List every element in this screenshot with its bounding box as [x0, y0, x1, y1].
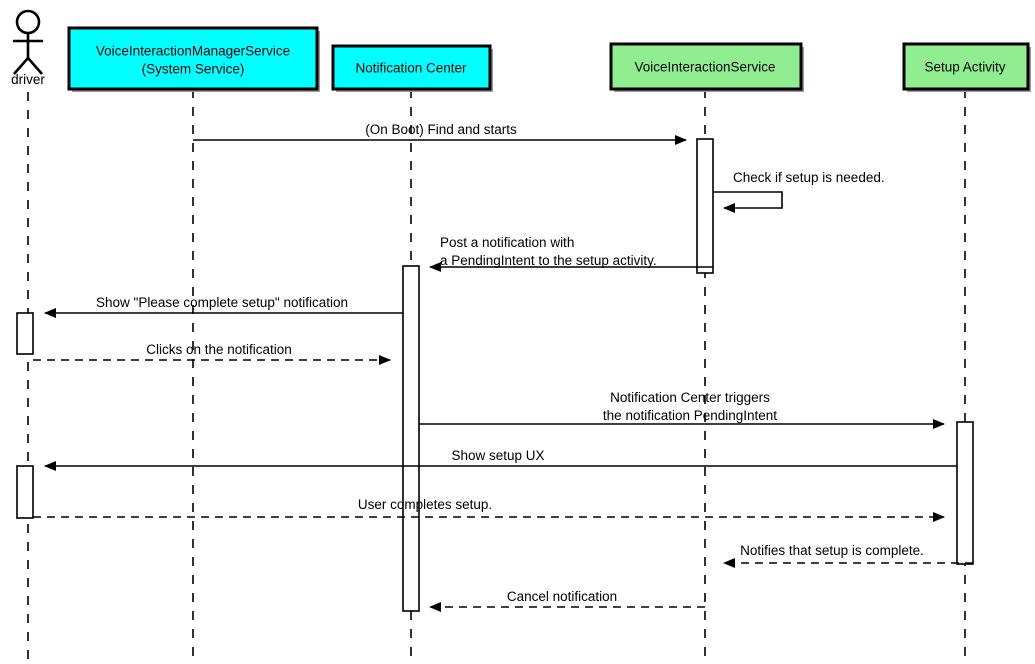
actor-head-icon — [15, 9, 41, 35]
participant-headers-layer: driver VoiceInteractionManagerService (Sys… — [11, 9, 1031, 92]
message-msg-6[interactable]: Notification Center triggers the notifica… — [419, 390, 945, 429]
message-label: (On Boot) Find and starts — [365, 122, 517, 137]
message-msg-1[interactable]: (On Boot) Find and starts — [193, 122, 687, 145]
message-label: Notification Center triggers — [610, 390, 770, 405]
message-label: Check if setup is needed. — [733, 170, 885, 185]
participant-driver[interactable]: driver — [11, 9, 45, 87]
message-msg-9[interactable]: Notifies that setup is complete. — [723, 543, 973, 568]
message-msg-2[interactable]: Check if setup is needed. — [713, 170, 885, 213]
message-msg-10[interactable]: Cancel notification — [429, 589, 705, 612]
message-label: Notifies that setup is complete. — [740, 543, 924, 558]
participant-notification_center[interactable]: Notification Center — [331, 44, 493, 92]
message-label-line2: the notification PendingIntent — [603, 408, 777, 423]
message-label: User completes setup. — [358, 497, 492, 512]
actor-leg-left-icon — [13, 57, 29, 75]
message-arrow-self — [713, 191, 783, 213]
activation-bars-layer — [16, 138, 974, 612]
participant-voice_interaction_service[interactable]: VoiceInteractionService — [609, 42, 804, 92]
activation-bar-setup_activity — [956, 421, 974, 565]
participant-label-driver: driver — [11, 72, 45, 87]
participant-box-notification_center[interactable] — [331, 44, 492, 91]
participant-label-notification_center: Notification Center — [355, 61, 467, 76]
message-label: Cancel notification — [507, 589, 617, 604]
activation-bar-notification_center — [402, 265, 420, 612]
participant-box-setup_activity[interactable] — [902, 42, 1030, 91]
participant-label-vims: VoiceInteractionManagerService — [96, 44, 290, 59]
participant-box-voice_interaction_service[interactable] — [609, 42, 803, 91]
message-msg-4[interactable]: Show "Please complete setup" notificatio… — [44, 295, 403, 318]
message-label: Show setup UX — [451, 448, 544, 463]
activation-bar-driver — [16, 465, 34, 519]
message-label: Post a notification with — [440, 235, 574, 250]
message-label: Show "Please complete setup" notificatio… — [96, 295, 348, 310]
participant-box-vims[interactable] — [67, 26, 319, 91]
activation-bar-driver — [16, 312, 34, 355]
participant-label-voice_interaction_service: VoiceInteractionService — [634, 60, 775, 75]
participant-label-setup_activity: Setup Activity — [924, 60, 1005, 75]
activation-bar-voice_interaction_service — [696, 138, 714, 274]
message-label-line2: a PendingIntent to the setup activity. — [440, 253, 657, 268]
actor-leg-right-icon — [27, 57, 43, 75]
participant-setup_activity[interactable]: Setup Activity — [902, 42, 1031, 92]
message-msg-5[interactable]: Clicks on the notification — [33, 342, 391, 365]
participant-sublabel-vims: (System Service) — [142, 62, 245, 77]
participant-vims[interactable]: VoiceInteractionManagerService (System Se… — [67, 26, 320, 92]
message-msg-7[interactable]: Show setup UX — [44, 448, 957, 471]
message-msg-8[interactable]: User completes setup. — [33, 497, 945, 522]
message-msg-3[interactable]: Post a notification with a PendingIntent … — [429, 235, 713, 272]
message-label: Clicks on the notification — [146, 342, 292, 357]
